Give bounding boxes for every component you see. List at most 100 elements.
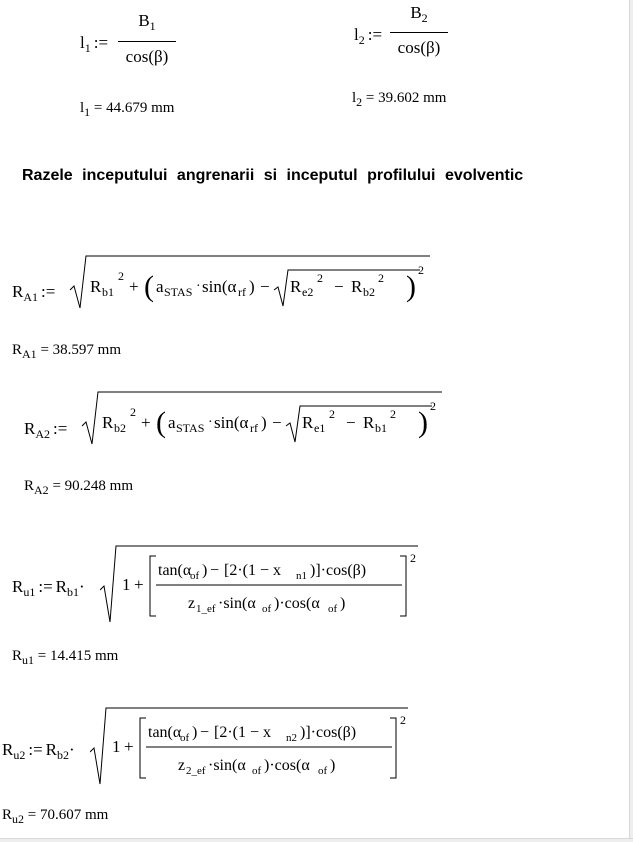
right-bracket <box>390 717 397 779</box>
term-a: a <box>156 277 164 296</box>
ra2-expression: R b2 2 + ( a STAS · sin(α rf ) − R e1 2 … <box>81 391 442 445</box>
variable-subscript: 1 <box>84 41 91 55</box>
inner-term1-sub: e1 <box>314 421 325 435</box>
ru1-result[interactable]: Ru1 = 14.415 mm <box>12 648 118 668</box>
num-x-sub: n2 <box>286 732 297 744</box>
den-z-sub: 2_ef <box>186 765 206 777</box>
variable-subscript: u1 <box>23 585 36 599</box>
result-var: R <box>2 807 13 823</box>
left-paren: ( <box>156 406 166 439</box>
close-paren: ) <box>192 724 197 741</box>
plus-sign: + <box>124 737 134 756</box>
l2-numerator: B2 <box>390 4 448 24</box>
sin-sub: rf <box>238 285 246 299</box>
sin-func: sin(α <box>202 277 237 296</box>
inner-exp2: 2 <box>378 271 384 285</box>
den-z: z <box>178 757 185 774</box>
result-var: R <box>24 478 35 494</box>
outer-exp: 2 <box>410 551 416 565</box>
variable-subscript: A1 <box>23 290 39 304</box>
outer-exp: 2 <box>400 713 406 727</box>
den-cos: )·cos(α <box>264 757 310 774</box>
one: 1 <box>122 575 131 594</box>
inner-term1: R <box>290 277 302 296</box>
num-tan-sub: of <box>180 732 190 744</box>
den-sin-sub: of <box>252 765 262 777</box>
coef-sub: b2 <box>57 748 69 762</box>
right-paren: ) <box>418 406 428 439</box>
close-paren: ) <box>340 595 345 612</box>
result-sub: 1 <box>84 105 91 119</box>
inner-radical-sign <box>273 269 420 307</box>
ra2-result[interactable]: RA2 = 90.248 mm <box>24 478 133 498</box>
result-var: R <box>12 342 23 358</box>
mult-dot: · <box>208 415 213 430</box>
ru2-expression: 1 + tan(α of ) − [2·(1 − x n2 )]·cos(β) … <box>90 707 408 785</box>
variable-subscript: u2 <box>13 748 26 762</box>
den-z: z <box>188 595 195 612</box>
left-bracket <box>139 717 146 779</box>
ru2-result[interactable]: Ru2 = 70.607 mm <box>2 807 108 827</box>
l2-result[interactable]: l2 = 39.602 mm <box>352 90 446 110</box>
num-x-sub: n1 <box>296 570 307 582</box>
left-bracket <box>149 555 156 617</box>
num-mid: [2·(1 − x <box>214 724 271 741</box>
assign-operator: := <box>28 740 43 759</box>
result-value: = 90.248 mm <box>52 478 133 494</box>
plus-sign: + <box>141 413 151 432</box>
assign-operator: := <box>53 419 68 438</box>
den-sin: ·sin(α <box>218 595 256 612</box>
assign-operator: := <box>93 33 109 52</box>
term-r: R <box>90 277 102 296</box>
l1-denominator: cos(β) <box>125 47 169 66</box>
exponent: 2 <box>118 269 124 283</box>
inner-term2-sub: b2 <box>363 285 375 299</box>
result-value: = 14.415 mm <box>37 648 119 664</box>
result-sub: u2 <box>12 812 25 826</box>
left-paren: ( <box>144 270 154 303</box>
term-a: a <box>168 413 176 432</box>
close-paren: ) <box>202 562 207 579</box>
l2-definition-lhs[interactable]: l2:= <box>354 26 385 46</box>
ra2-definition-lhs[interactable]: RA2:= <box>24 420 70 440</box>
l1-definition-lhs[interactable]: l1:= <box>80 34 111 54</box>
den-cos: )·cos(α <box>274 595 320 612</box>
ru2-definition-lhs[interactable]: Ru2:=Rb2· <box>2 741 75 761</box>
window-bottom-edge <box>0 838 633 842</box>
l2-denominator: cos(β) <box>397 38 441 57</box>
num-mid: [2·(1 − x <box>224 562 281 579</box>
mult-dot: · <box>69 740 75 759</box>
den-z-sub: 1_ef <box>196 603 216 615</box>
ru1-expression: 1 + tan(α of ) − [2·(1 − x n1 )]·cos(β) … <box>100 545 418 623</box>
assign-operator: := <box>367 25 383 44</box>
radical-sign <box>90 707 408 785</box>
plus-sign: + <box>134 575 144 594</box>
close-paren: ) <box>249 277 255 296</box>
window-right-edge <box>629 0 633 842</box>
ra1-result[interactable]: RA1 = 38.597 mm <box>12 342 121 362</box>
inner-exp1: 2 <box>329 407 335 421</box>
numerator-var: B <box>410 3 422 22</box>
right-paren: ) <box>406 270 416 303</box>
term-a-sub: STAS <box>176 421 204 435</box>
mult-dot: · <box>79 577 85 596</box>
numerator-var: B <box>138 11 150 30</box>
num-tan: tan(α <box>148 724 182 741</box>
num-tan-sub: of <box>190 570 200 582</box>
one: 1 <box>112 737 121 756</box>
l1-fraction-bar <box>118 41 176 42</box>
ru1-definition-lhs[interactable]: Ru1:=Rb1· <box>12 578 85 598</box>
ra1-definition-lhs[interactable]: RA1:= <box>12 283 58 303</box>
l2-fraction-bar <box>390 32 448 33</box>
close-paren: ) <box>330 757 335 774</box>
result-sub: A2 <box>34 483 49 497</box>
outer-exp: 2 <box>430 399 436 413</box>
inner-exp1: 2 <box>317 271 323 285</box>
exponent: 2 <box>130 405 136 419</box>
l1-result[interactable]: l1 = 44.679 mm <box>80 100 174 120</box>
den-cos-sub: of <box>318 765 328 777</box>
inner-term1-sub: e2 <box>302 285 313 299</box>
minus-sign: − <box>200 724 209 741</box>
term-sub: b1 <box>102 285 114 299</box>
coef-r: R <box>45 740 57 759</box>
